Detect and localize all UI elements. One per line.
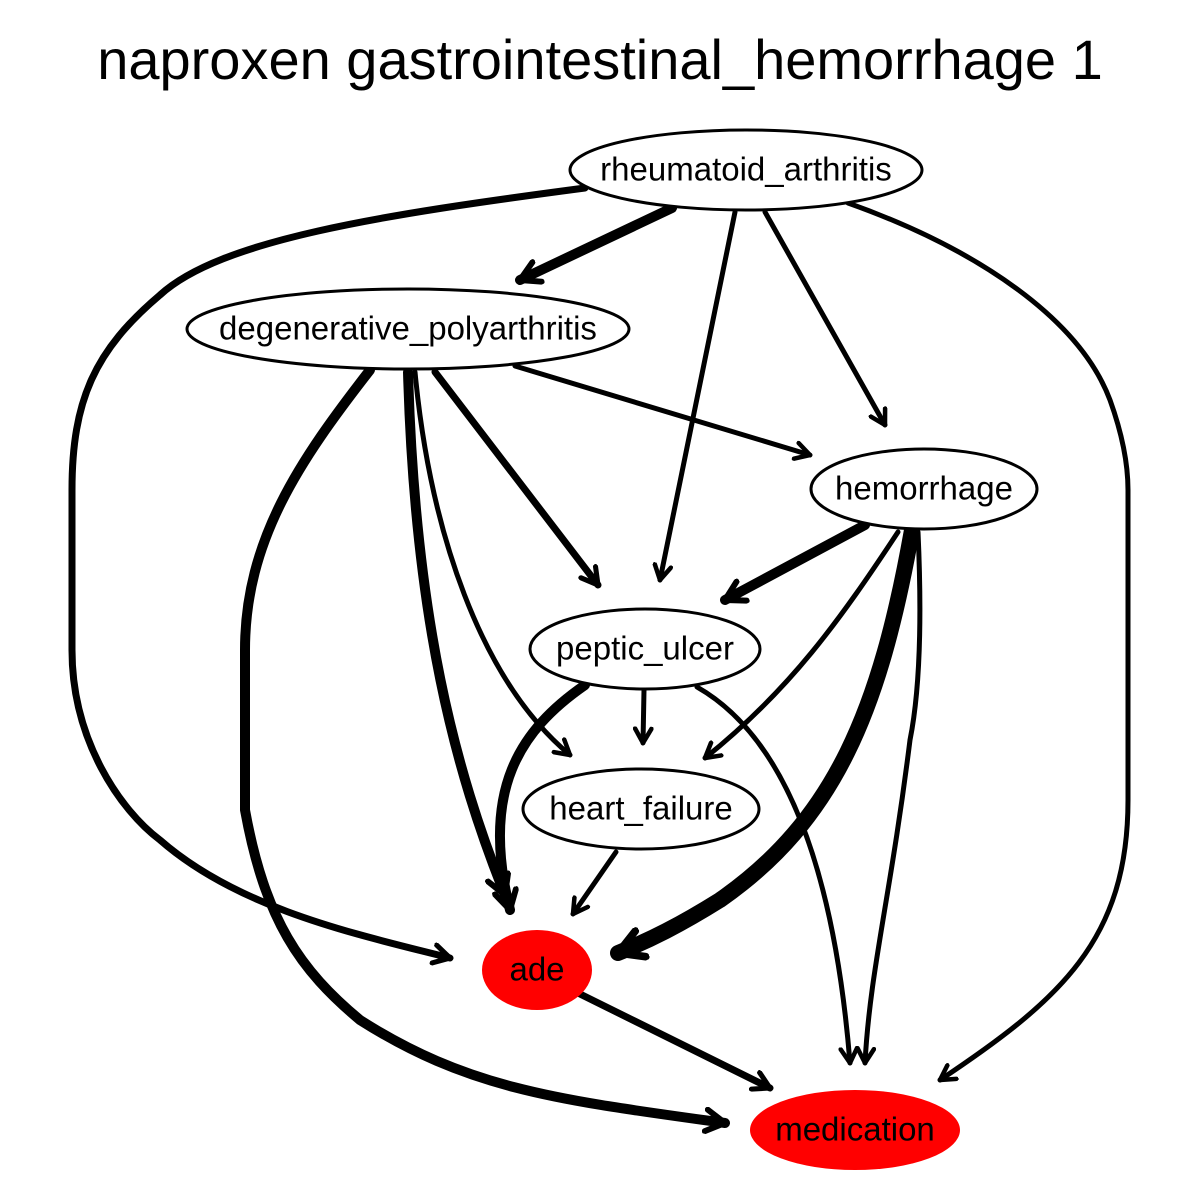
node-ellipse-ade xyxy=(482,930,592,1010)
node-ellipse-medication xyxy=(750,1090,960,1170)
edge-degenerative_polyarthritis-to-medication xyxy=(240,365,730,1123)
node-ellipse-degenerative_polyarthritis xyxy=(185,287,631,371)
node-degenerative_polyarthritis: degenerative_polyarthritis xyxy=(185,287,631,371)
node-rheumatoid_arthritis: rheumatoid_arthritis xyxy=(568,128,924,212)
edge-degenerative_polyarthritis-to-heart_failure xyxy=(412,369,573,758)
edge-hemorrhage-to-heart_failure xyxy=(702,529,901,761)
node-label-heart_failure: heart_failure xyxy=(549,790,732,827)
edge-hemorrhage-to-ade xyxy=(610,522,920,961)
edge-hemorrhage-to-peptic_ulcer xyxy=(720,520,870,605)
node-ellipse-peptic_ulcer xyxy=(528,607,762,691)
node-heart_failure: heart_failure xyxy=(521,767,761,851)
edge-rheumatoid_arthritis-to-degenerative_polyarthritis xyxy=(515,203,677,285)
node-label-hemorrhage: hemorrhage xyxy=(835,470,1013,507)
edge-layer xyxy=(68,184,1131,1123)
node-label-medication: medication xyxy=(775,1111,935,1148)
node-label-ade: ade xyxy=(509,951,564,988)
edge-degenerative_polyarthritis-to-hemorrhage xyxy=(512,363,813,455)
edge-peptic_ulcer-to-ade xyxy=(500,680,590,915)
node-hemorrhage: hemorrhage xyxy=(809,447,1039,531)
edge-peptic_ulcer-to-medication xyxy=(694,684,850,1066)
edge-hemorrhage-to-medication xyxy=(865,529,923,1066)
node-ellipse-hemorrhage xyxy=(809,447,1039,531)
edge-rheumatoid_arthritis-to-medication xyxy=(845,200,1131,1083)
node-ellipse-heart_failure xyxy=(521,767,761,851)
node-ellipse-rheumatoid_arthritis xyxy=(568,128,924,212)
node-peptic_ulcer: peptic_ulcer xyxy=(528,607,762,691)
edge-rheumatoid_arthritis-to-hemorrhage xyxy=(762,209,888,428)
graph-title: naproxen gastrointestinal_hemorrhage 1 xyxy=(97,28,1103,91)
edge-rheumatoid_arthritis-to-peptic_ulcer xyxy=(660,209,738,583)
edge-degenerative_polyarthritis-to-ade xyxy=(403,367,505,900)
edge-peptic_ulcer-to-heart_failure xyxy=(643,687,644,746)
node-label-rheumatoid_arthritis: rheumatoid_arthritis xyxy=(600,151,892,188)
edge-ade-to-medication xyxy=(574,989,774,1088)
node-medication: medication xyxy=(750,1090,960,1170)
edge-heart_failure-to-ade xyxy=(570,849,619,917)
edge-degenerative_polyarthritis-to-peptic_ulcer xyxy=(431,368,602,589)
node-label-degenerative_polyarthritis: degenerative_polyarthritis xyxy=(219,310,597,347)
node-layer: rheumatoid_arthritis degenerative_polyart… xyxy=(185,128,1039,1170)
node-ade: ade xyxy=(482,930,592,1010)
node-label-peptic_ulcer: peptic_ulcer xyxy=(556,630,734,667)
edge-rheumatoid_arthritis-to-ade xyxy=(68,184,589,958)
